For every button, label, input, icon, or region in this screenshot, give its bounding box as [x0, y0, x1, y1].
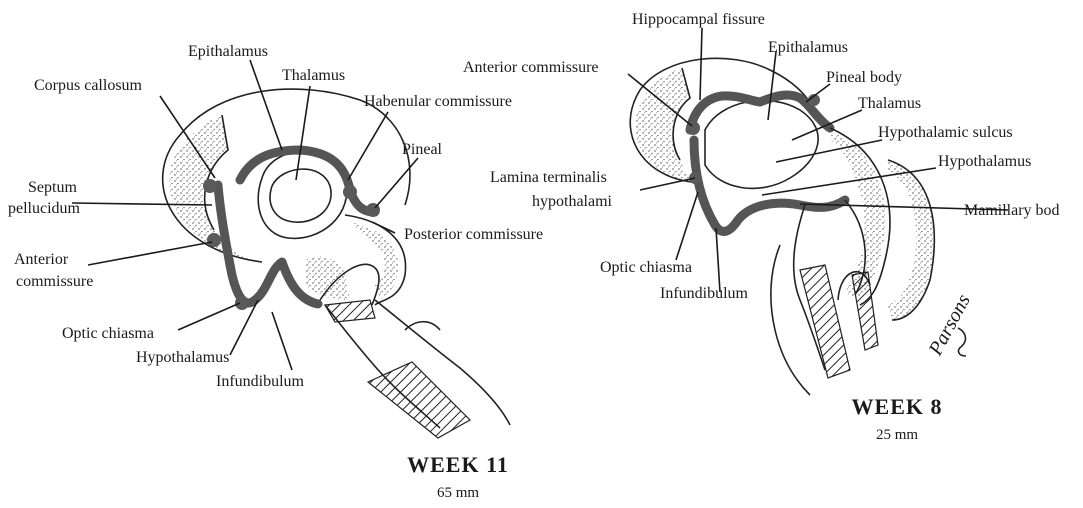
label-hypothalamus-w8: Hypothalamus [938, 153, 1031, 170]
label-hypothalamus-w11: Hypothalamus [136, 349, 229, 366]
artist-signature: Parsons [924, 291, 975, 360]
label-posterior-commissure: Posterior commissure [404, 226, 543, 243]
label-anterior-commissure-line2: commissure [16, 273, 93, 290]
label-lamina-terminalis-line1: Lamina terminalis [490, 169, 607, 186]
label-optic-chiasma-w11: Optic chiasma [62, 325, 154, 342]
label-pineal: Pineal [402, 141, 443, 158]
week8-size: 25 mm [876, 427, 918, 443]
label-anterior-commissure-line1: Anterior [14, 251, 69, 268]
label-optic-chiasma-w8: Optic chiasma [600, 259, 692, 276]
label-hippocampal-fissure: Hippocampal fissure [632, 11, 765, 28]
label-habenular-commissure: Habenular commissure [364, 93, 512, 110]
week11-labels: Epithalamus Thalamus Corpus callosum Hab… [8, 43, 543, 390]
label-septum-line1: Septum [28, 179, 77, 196]
signature-flourish [958, 328, 966, 356]
label-infundibulum-w11: Infundibulum [216, 373, 305, 390]
label-thalamus-w8: Thalamus [858, 95, 921, 112]
label-corpus-callosum: Corpus callosum [34, 77, 143, 94]
label-anterior-commissure-w8: Anterior commissure [463, 59, 599, 76]
label-epithalamus-w8: Epithalamus [768, 39, 848, 56]
label-pineal-body: Pineal body [826, 69, 902, 86]
week8-labels: Hippocampal fissure Epithalamus Anterior… [463, 11, 1060, 302]
label-epithalamus-w11: Epithalamus [188, 43, 268, 60]
week11-brain-drawing [163, 89, 510, 438]
week11-title: WEEK 11 [407, 452, 509, 477]
label-septum-line2: pellucidum [8, 200, 81, 217]
label-thalamus-w11: Thalamus [282, 67, 345, 84]
label-infundibulum-w8: Infundibulum [660, 285, 749, 302]
label-mamillary-body: Mamillary bod [964, 202, 1060, 219]
label-lamina-terminalis-line2: hypothalami [532, 193, 613, 210]
label-hypothalamic-sulcus: Hypothalamic sulcus [878, 124, 1013, 141]
week11-size: 65 mm [437, 485, 479, 501]
week8-title: WEEK 8 [852, 394, 943, 419]
